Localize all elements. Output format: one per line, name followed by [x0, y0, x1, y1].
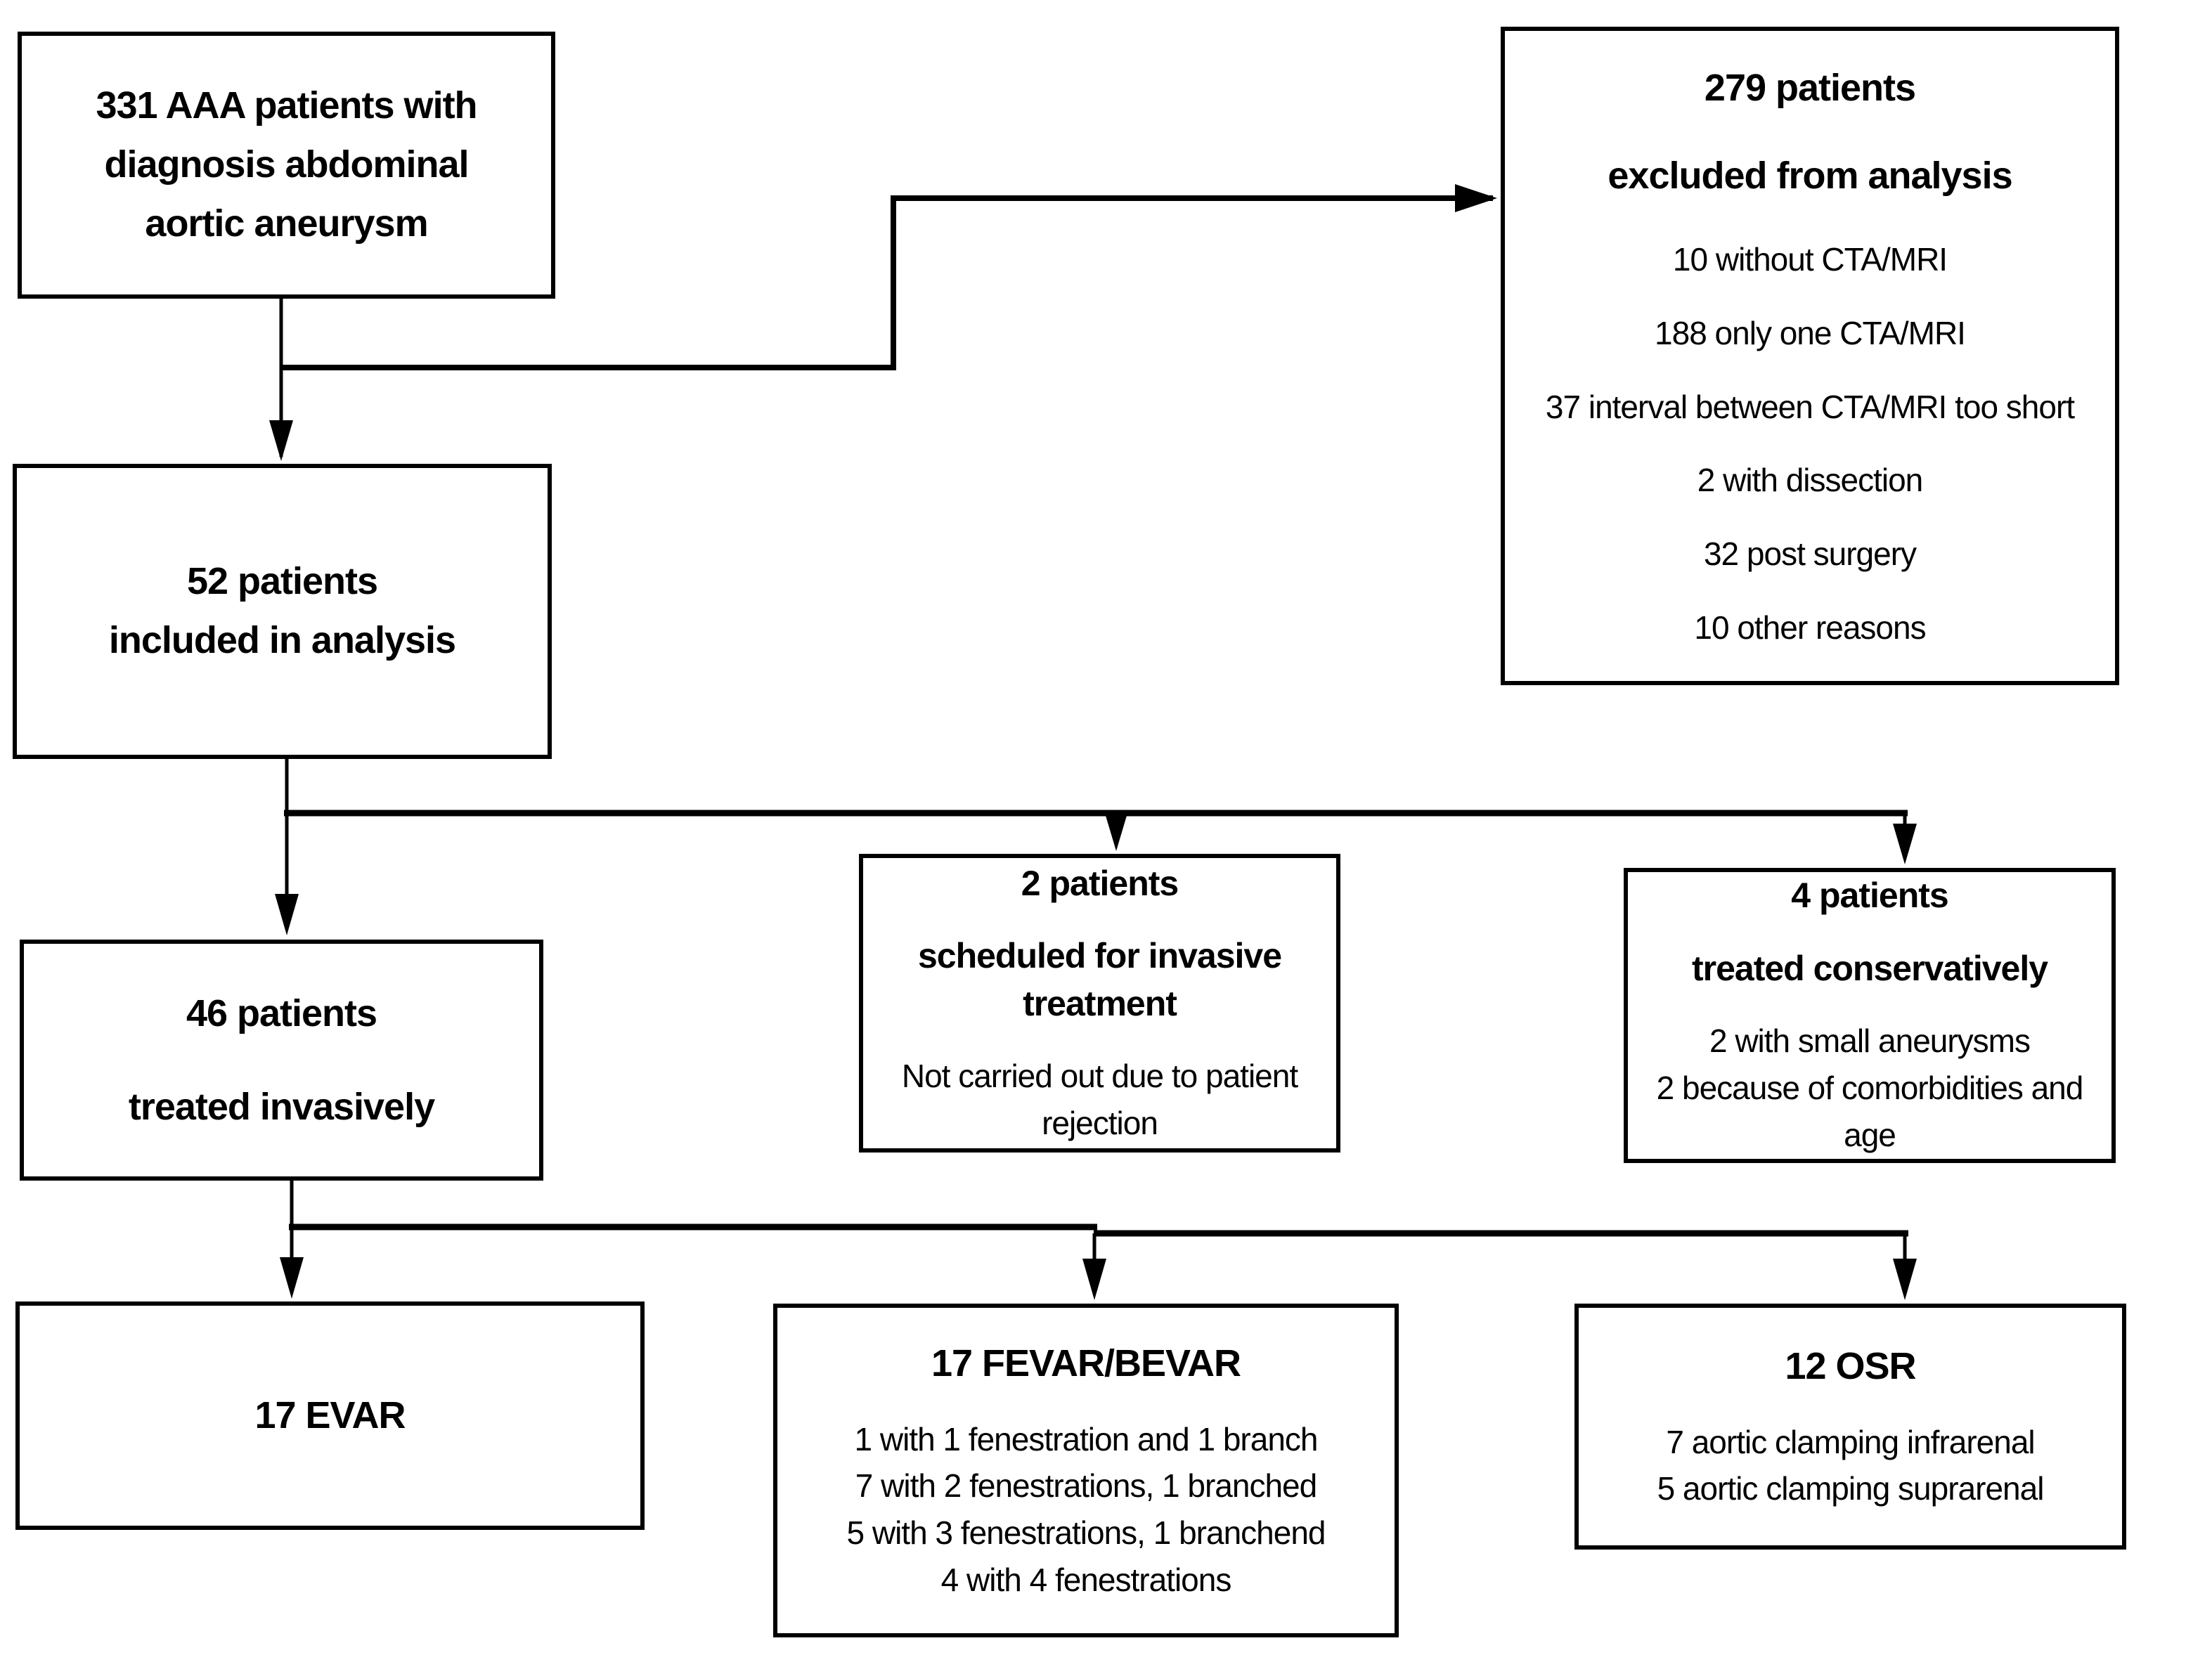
- arrowhead-evar: [280, 1257, 304, 1299]
- box-excluded-from-analysis: 279 patients excluded from analysis 10 w…: [1501, 27, 2119, 685]
- excluded-item: 2 with dissection: [1697, 462, 1923, 499]
- osr-item: 7 aortic clamping infrarenal: [1666, 1423, 2035, 1460]
- connector-aaa-to-excluded: [281, 195, 1493, 370]
- box-title-line: aortic aneurysm: [145, 202, 428, 245]
- box-heading-line: excluded from analysis: [1608, 155, 2012, 197]
- arrowhead-scheduled: [1104, 811, 1128, 851]
- excluded-item: 188 only one CTA/MRI: [1655, 314, 1966, 351]
- excluded-item: 10 without CTA/MRI: [1672, 241, 1948, 278]
- box-treated-invasively: 46 patients treated invasively: [20, 940, 543, 1181]
- arrowhead-fevar: [1082, 1259, 1106, 1300]
- box-note: Not carried out due to patient rejection: [901, 1058, 1298, 1141]
- box-title-line: 331 AAA patients with: [96, 84, 477, 127]
- box-heading-line: treated conservatively: [1691, 948, 2048, 988]
- box-heading-line: treated invasively: [128, 1085, 435, 1128]
- arrowhead-excluded: [1455, 184, 1497, 212]
- box-osr: 12 OSR 7 aortic clamping infrarenal 5 ao…: [1574, 1304, 2126, 1550]
- box-title-line: diagnosis abdominal: [104, 143, 469, 186]
- box-heading-line: 46 patients: [186, 992, 377, 1034]
- arrowhead-osr: [1893, 1259, 1917, 1300]
- conservative-item: 2 with small aneurysms: [1709, 1022, 2031, 1060]
- box-included-in-analysis: 52 patients included in analysis: [13, 464, 552, 759]
- fevar-item: 7 with 2 fenestrations, 1 branched: [855, 1467, 1317, 1505]
- arrowhead-included: [269, 420, 293, 461]
- box-title-line: 52 patients: [186, 560, 378, 603]
- box-aaa-patients: 331 AAA patients with diagnosis abdomina…: [18, 32, 555, 299]
- box-heading-line: 4 patients: [1791, 876, 1948, 916]
- box-heading-line: 17 EVAR: [254, 1394, 406, 1437]
- box-heading-line: scheduled for invasive treatment: [917, 936, 1282, 1023]
- excluded-item: 10 other reasons: [1694, 609, 1926, 646]
- arrowhead-invasive: [275, 894, 299, 935]
- box-heading-line: 17 FEVAR/BEVAR: [931, 1342, 1241, 1384]
- box-heading-line: 279 patients: [1704, 67, 1916, 110]
- fevar-item: 5 with 3 fenestrations, 1 branchend: [846, 1514, 1326, 1551]
- fevar-item: 4 with 4 fenestrations: [940, 1561, 1232, 1598]
- box-scheduled-invasive-treatment: 2 patients scheduled for invasive treatm…: [859, 854, 1340, 1153]
- box-title-line: included in analysis: [108, 619, 456, 661]
- fevar-item: 1 with 1 fenestration and 1 branch: [854, 1420, 1318, 1458]
- conservative-item: 2 because of comorbidities and age: [1656, 1070, 2084, 1153]
- excluded-item: 32 post surgery: [1703, 535, 1917, 573]
- box-evar: 17 EVAR: [15, 1301, 645, 1530]
- arrowhead-conservative: [1893, 824, 1917, 864]
- box-heading-line: 12 OSR: [1785, 1344, 1916, 1387]
- box-fevar-bevar: 17 FEVAR/BEVAR 1 with 1 fenestration and…: [773, 1304, 1399, 1637]
- osr-item: 5 aortic clamping suprarenal: [1657, 1470, 2045, 1507]
- box-treated-conservatively: 4 patients treated conservatively 2 with…: [1624, 868, 2116, 1163]
- box-heading-line: 2 patients: [1021, 863, 1179, 903]
- excluded-item: 37 interval between CTA/MRI too short: [1545, 388, 2075, 425]
